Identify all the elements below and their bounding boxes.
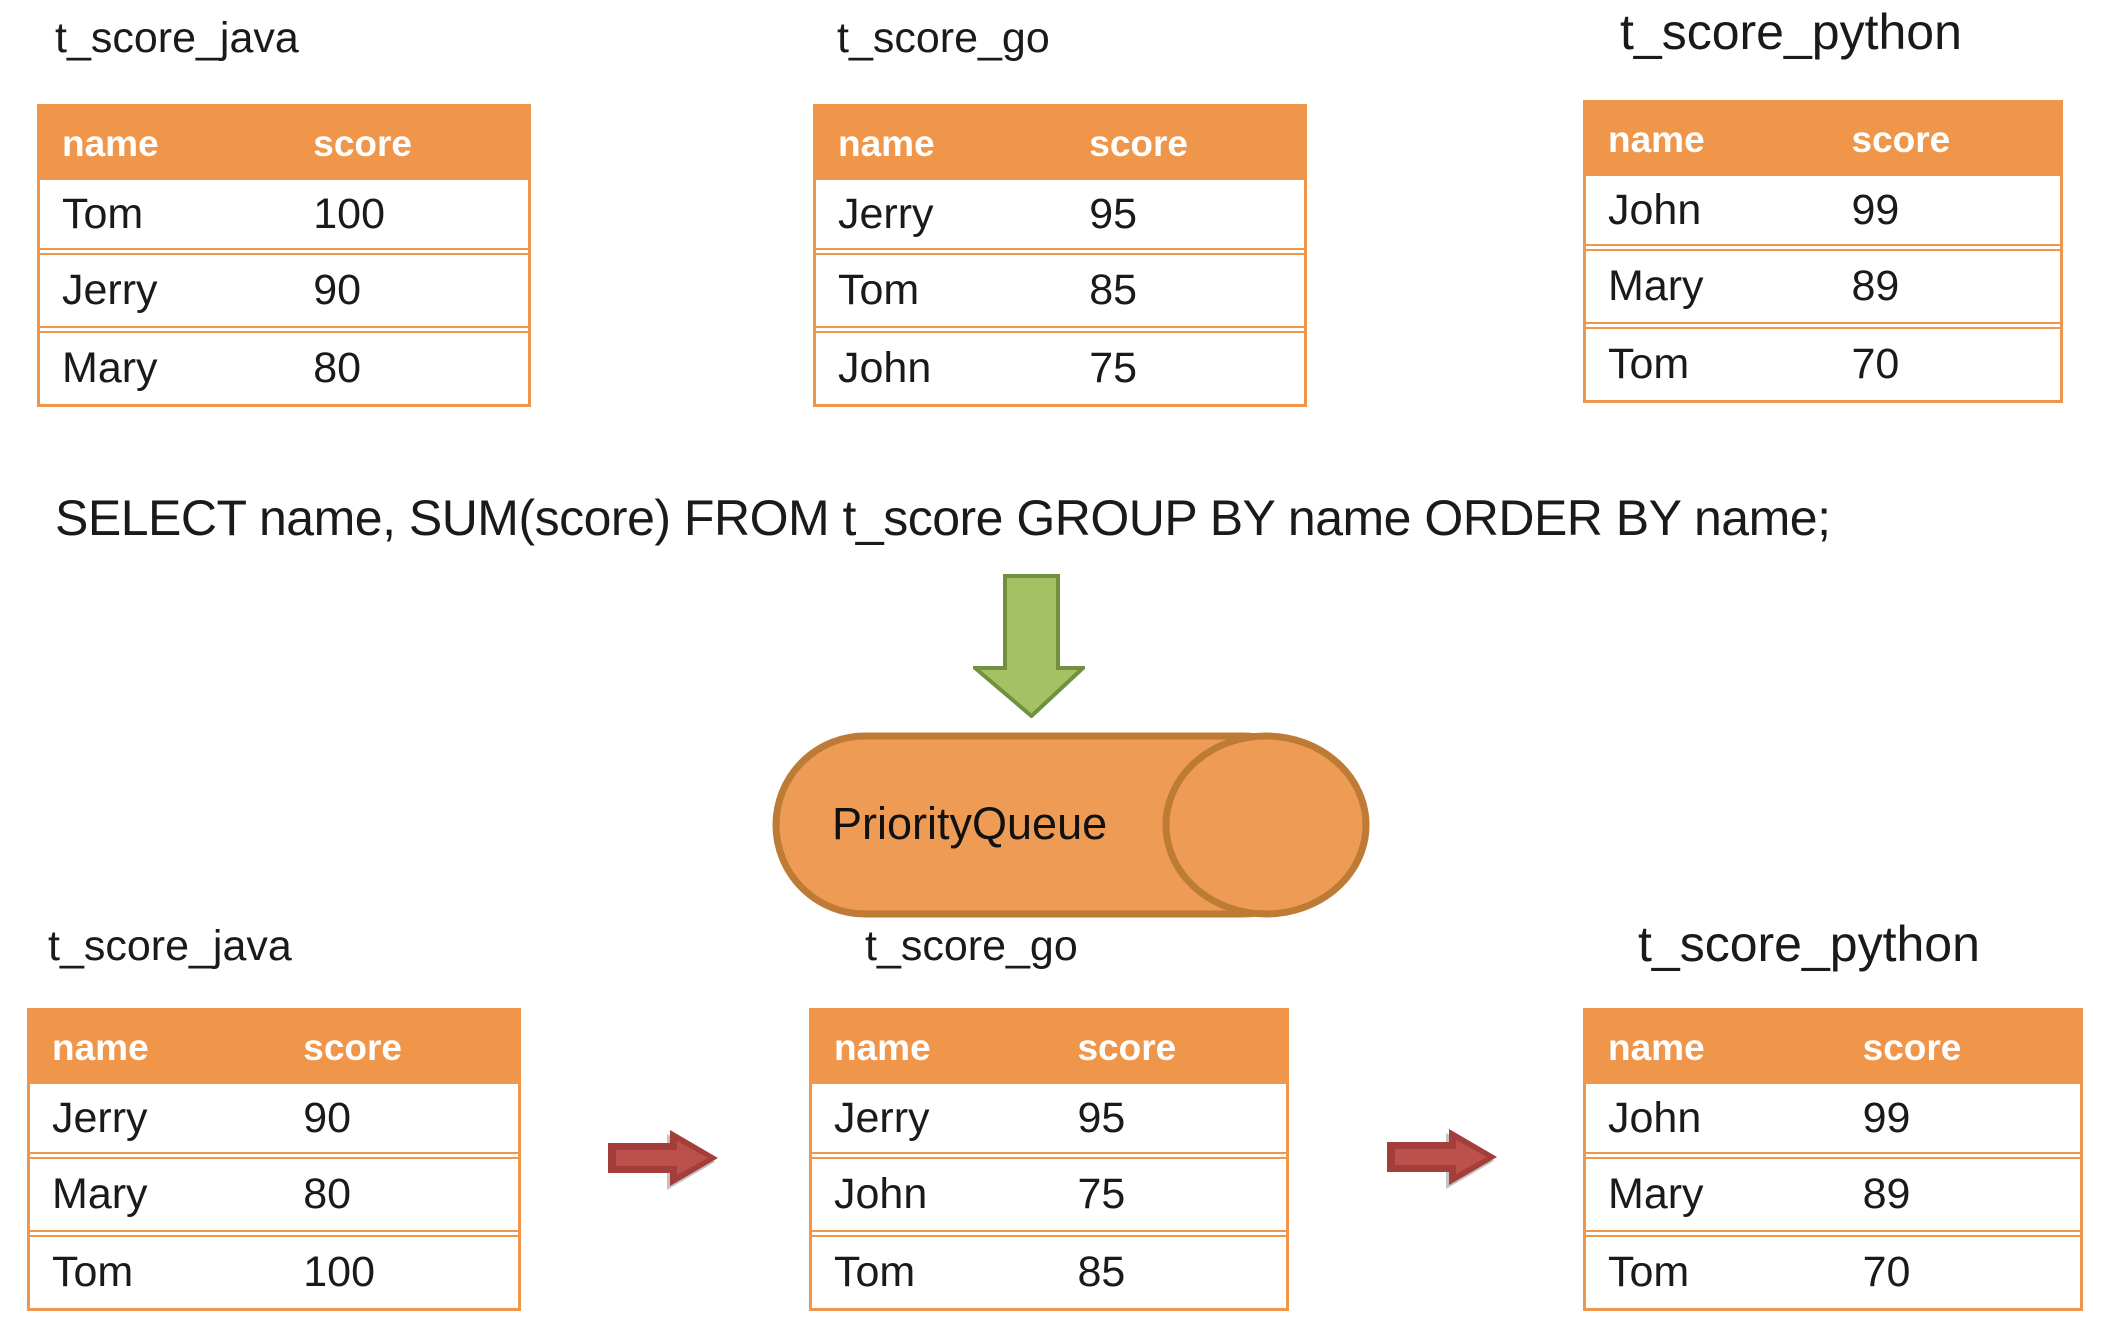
table-header: name score <box>1586 1011 2080 1084</box>
table-row: Jerry 90 <box>40 253 528 328</box>
column-header-score: score <box>1851 118 1951 160</box>
table-row: Jerry 95 <box>816 180 1304 250</box>
table-header: name score <box>40 107 528 180</box>
table-row: John 99 <box>1586 1084 2080 1154</box>
score-cell: 75 <box>1089 344 1138 392</box>
table-row: Tom 85 <box>816 253 1304 328</box>
score-cell: 89 <box>1862 1170 1911 1218</box>
name-cell: John <box>834 1170 928 1218</box>
table-row: Tom 70 <box>1586 1235 2080 1308</box>
table-row: Mary 89 <box>1586 249 2060 324</box>
column-header-name: name <box>62 122 159 164</box>
name-cell: Tom <box>1608 1248 1690 1296</box>
score-cell: 80 <box>303 1170 352 1218</box>
score-cell: 90 <box>313 266 362 314</box>
table-row: Mary 89 <box>1586 1157 2080 1232</box>
table-title: t_score_go <box>837 14 1050 62</box>
score-cell: 99 <box>1851 185 1900 234</box>
column-header-name: name <box>1608 118 1705 160</box>
table-top-go: name score Jerry 95 Tom 85 John 75 <box>813 104 1307 407</box>
table-header: name score <box>812 1011 1286 1084</box>
table-header: name score <box>1586 103 2060 176</box>
score-cell: 80 <box>313 344 362 392</box>
table-row: Tom 70 <box>1586 327 2060 400</box>
table-row: Tom 85 <box>812 1235 1286 1308</box>
column-header-score: score <box>1077 1026 1177 1068</box>
name-cell: Tom <box>62 189 144 238</box>
right-arrow-icon <box>1387 1129 1497 1189</box>
table-title: t_score_java <box>48 922 292 970</box>
score-cell: 85 <box>1089 266 1138 314</box>
score-cell: 89 <box>1851 262 1900 310</box>
sql-query-text: SELECT name, SUM(score) FROM t_score GRO… <box>55 490 1831 546</box>
down-arrow-icon <box>973 574 1085 718</box>
table-row: Mary 80 <box>40 331 528 404</box>
name-cell: Jerry <box>834 1093 930 1142</box>
name-cell: Mary <box>1608 262 1704 310</box>
score-cell: 85 <box>1077 1248 1126 1296</box>
name-cell: Tom <box>52 1248 134 1296</box>
name-cell: Mary <box>1608 1170 1704 1218</box>
name-cell: Jerry <box>62 266 158 314</box>
priority-queue-label: PriorityQueue <box>832 798 1108 849</box>
table-title: t_score_java <box>55 14 299 62</box>
column-header-name: name <box>834 1026 931 1068</box>
column-header-score: score <box>1862 1026 1962 1068</box>
column-header-score: score <box>1089 122 1188 164</box>
column-header-name: name <box>52 1026 149 1068</box>
table-title: t_score_python <box>1638 916 1980 972</box>
table-header: name score <box>30 1011 518 1084</box>
table-row: John 99 <box>1586 176 2060 246</box>
table-row: Mary 80 <box>30 1157 518 1232</box>
score-cell: 95 <box>1089 189 1138 238</box>
score-cell: 75 <box>1077 1170 1126 1218</box>
table-row: Jerry 95 <box>812 1084 1286 1154</box>
table-bottom-python: name score John 99 Mary 89 Tom 70 <box>1583 1008 2083 1311</box>
column-header-name: name <box>838 122 935 164</box>
table-header: name score <box>816 107 1304 180</box>
score-cell: 70 <box>1851 340 1900 388</box>
name-cell: Jerry <box>52 1093 148 1142</box>
table-row: Jerry 90 <box>30 1084 518 1154</box>
table-title: t_score_go <box>865 922 1078 970</box>
table-row: John 75 <box>812 1157 1286 1232</box>
name-cell: John <box>838 344 932 392</box>
score-cell: 90 <box>303 1093 352 1142</box>
table-row: John 75 <box>816 331 1304 404</box>
name-cell: Mary <box>62 344 158 392</box>
score-cell: 100 <box>313 189 386 238</box>
name-cell: John <box>1608 185 1702 234</box>
priority-queue-shape <box>772 732 1370 918</box>
table-row: Tom 100 <box>40 180 528 250</box>
table-top-python: name score John 99 Mary 89 Tom 70 <box>1583 100 2063 403</box>
table-bottom-java: name score Jerry 90 Mary 80 Tom 100 <box>27 1008 521 1311</box>
table-row: Tom 100 <box>30 1235 518 1308</box>
column-header-score: score <box>313 122 412 164</box>
column-header-score: score <box>303 1026 402 1068</box>
column-header-name: name <box>1608 1026 1705 1068</box>
score-cell: 95 <box>1077 1093 1126 1142</box>
name-cell: Tom <box>1608 340 1690 388</box>
score-cell: 99 <box>1862 1093 1911 1142</box>
table-bottom-go: name score Jerry 95 John 75 Tom 85 <box>809 1008 1289 1311</box>
table-title: t_score_python <box>1620 4 1962 60</box>
score-cell: 70 <box>1862 1248 1911 1296</box>
name-cell: Jerry <box>838 189 934 238</box>
table-top-java: name score Tom 100 Jerry 90 Mary 80 <box>37 104 531 407</box>
right-arrow-icon <box>608 1130 718 1190</box>
name-cell: Mary <box>52 1170 148 1218</box>
score-cell: 100 <box>303 1248 376 1296</box>
name-cell: Tom <box>834 1248 916 1296</box>
name-cell: John <box>1608 1093 1702 1142</box>
name-cell: Tom <box>838 266 920 314</box>
